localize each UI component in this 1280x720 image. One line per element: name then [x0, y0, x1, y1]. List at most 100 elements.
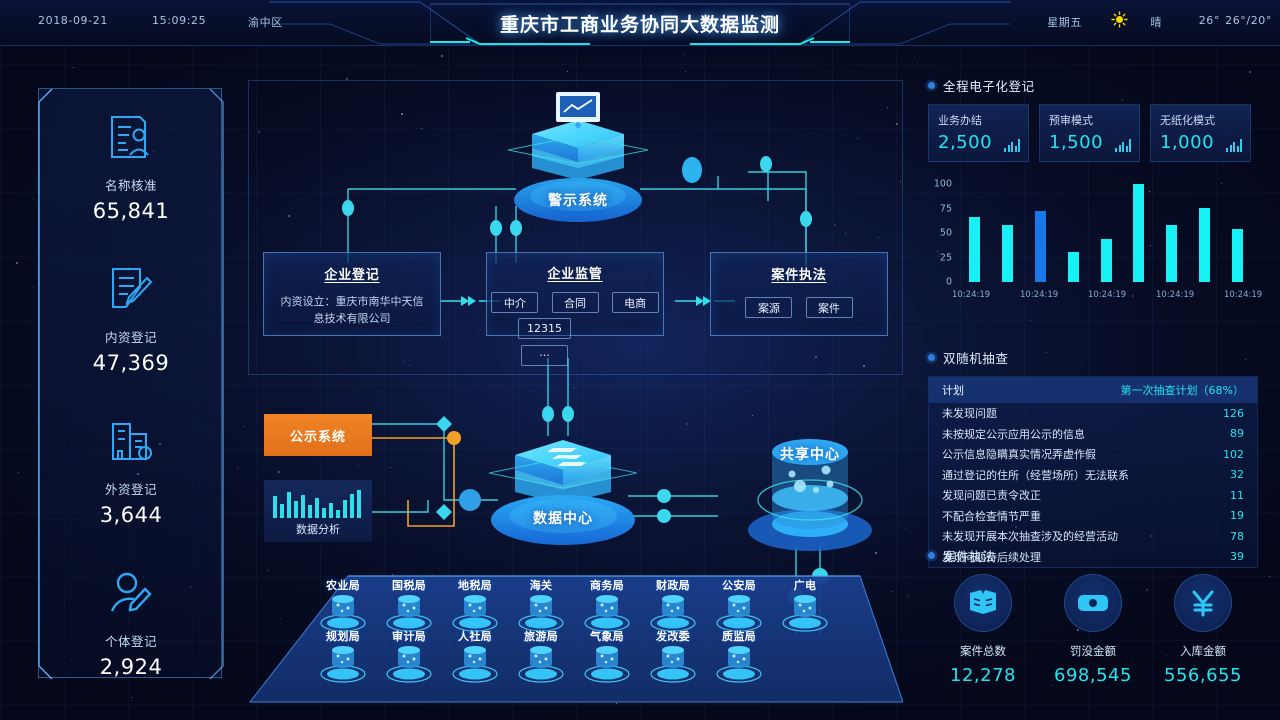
agency-item[interactable]: 审计局: [376, 628, 442, 688]
star: [392, 573, 394, 575]
chart-bar[interactable]: [1034, 211, 1046, 282]
kpi-card-pre-approval[interactable]: 预审模式 1,500: [1039, 104, 1140, 162]
chip-anjian[interactable]: 案件: [805, 297, 853, 318]
chart-bar[interactable]: [968, 217, 980, 282]
header-temperature-range: 26°/20°: [1225, 14, 1272, 27]
center-diagram: 警示系统 企业登记 内资设立：重庆市南华中天信息技术有限公司 企业监管 中介 合…: [248, 76, 908, 706]
header-weekday: 星期五: [1047, 16, 1082, 29]
share-center-node[interactable]: 共享中心: [745, 424, 875, 551]
star: [1172, 100, 1174, 102]
agency-item[interactable]: 气象局: [574, 628, 640, 688]
warning-system-node[interactable]: 警示系统: [507, 92, 649, 232]
supervision-chip-row-2: 12315 ···: [487, 315, 663, 369]
kpi-card-business-completed[interactable]: 业务办结 2,500: [928, 104, 1029, 162]
stat-card-individual-registration[interactable]: 个体登记 2,924: [39, 567, 223, 679]
chip-more[interactable]: ···: [521, 345, 568, 366]
star: [1122, 98, 1124, 100]
agency-item[interactable]: 商务局: [574, 577, 640, 637]
stat-card-name-approval[interactable]: 名称核准 65,841: [39, 111, 223, 223]
chart-bar[interactable]: [1133, 184, 1145, 282]
chart-bar[interactable]: [1001, 225, 1013, 282]
agency-label: 商务局: [590, 579, 624, 592]
enterprise-supervision-box[interactable]: 企业监管 中介 合同 电商 12315 ···: [486, 252, 664, 366]
agency-item[interactable]: 旅游局: [508, 628, 574, 688]
case-enforcement-section-title: 案件执法: [943, 549, 996, 564]
agency-label: 气象局: [590, 630, 624, 643]
agency-item[interactable]: 规划局: [310, 628, 376, 688]
data-center-node[interactable]: 数据中心: [488, 428, 638, 548]
chip-hetong[interactable]: 合同: [551, 292, 599, 313]
agency-label: 审计局: [392, 630, 426, 643]
chip-dianshang[interactable]: 电商: [611, 292, 659, 313]
agency-item[interactable]: 广电: [772, 577, 838, 637]
share-center-label: 共享中心: [780, 447, 840, 463]
star: [727, 485, 729, 487]
data-analysis-card[interactable]: 数据分析: [264, 480, 372, 542]
chart-x-tick: 10:24:19: [1020, 290, 1059, 300]
star: [1029, 319, 1031, 321]
chart-bar[interactable]: [1100, 238, 1112, 282]
case-enforcement-title: 案件执法: [771, 268, 827, 283]
chip-zhongjie[interactable]: 中介: [491, 292, 539, 313]
kpi-label: 业务办结: [938, 114, 982, 127]
stat-card-domestic-registration[interactable]: 内资登记 47,369: [39, 263, 223, 375]
agency-item[interactable]: 公安局: [706, 577, 772, 637]
deposit-amount-item[interactable]: 入库金额 556,655: [1148, 574, 1258, 686]
chip-12315[interactable]: 12315: [518, 318, 571, 339]
table-cell-value: 102: [1223, 447, 1244, 461]
case-book-icon: [954, 574, 1012, 632]
star: [906, 595, 908, 597]
kpi-card-paperless[interactable]: 无纸化模式 1,000: [1150, 104, 1251, 162]
enterprise-registration-box[interactable]: 企业登记 内资设立：重庆市南华中天信息技术有限公司: [263, 252, 441, 336]
agency-item[interactable]: 财政局: [640, 577, 706, 637]
chart-bar[interactable]: [1199, 207, 1211, 282]
star: [242, 91, 243, 93]
agency-item[interactable]: 海关: [508, 577, 574, 637]
stat-card-foreign-registration[interactable]: 外资登记 3,644: [39, 415, 223, 527]
star: [1194, 664, 1196, 666]
chart-bar[interactable]: [1166, 225, 1178, 282]
sparkline-icon: [1226, 139, 1242, 152]
kpi-value: 1,500: [1049, 132, 1104, 153]
chip-anyuan[interactable]: 案源: [745, 297, 793, 318]
star: [1165, 654, 1167, 656]
agency-label: 旅游局: [524, 630, 558, 643]
left-stats-panel: 名称核准 65,841 内资登记 47,369 外资登记: [38, 88, 224, 680]
stat-label: 外资登记: [104, 482, 157, 497]
chart-bar[interactable]: [1232, 229, 1244, 282]
star: [638, 470, 640, 472]
chart-y-tick: 0: [945, 276, 952, 288]
e-registration-header: 全程电子化登记: [928, 76, 1258, 95]
public-system-button[interactable]: 公示系统: [264, 414, 372, 456]
star: [33, 197, 35, 199]
agency-item[interactable]: 国税局: [376, 577, 442, 637]
agency-item[interactable]: 地税局: [442, 577, 508, 637]
star: [904, 528, 906, 530]
star: [390, 467, 392, 469]
case-label: 案件总数: [960, 644, 1006, 658]
case-enforcement-box[interactable]: 案件执法 案源 案件: [710, 252, 888, 336]
fine-amount-item[interactable]: 罚没金额 698,545: [1038, 574, 1148, 686]
agency-item[interactable]: 农业局: [310, 577, 376, 637]
case-total-item[interactable]: 案件总数 12,278: [928, 574, 1038, 686]
agency-pod-icon: [716, 595, 762, 632]
chart-bar[interactable]: [1067, 251, 1079, 282]
star: [761, 371, 763, 373]
star: [865, 342, 867, 344]
agency-item[interactable]: 人社局: [442, 628, 508, 688]
stat-label: 名称核准: [104, 178, 157, 193]
star: [1248, 71, 1251, 74]
agency-item[interactable]: 质监局: [706, 628, 772, 688]
agency-item[interactable]: 发改委: [640, 628, 706, 688]
star: [221, 632, 223, 634]
star: [167, 130, 169, 132]
star: [1051, 685, 1053, 687]
